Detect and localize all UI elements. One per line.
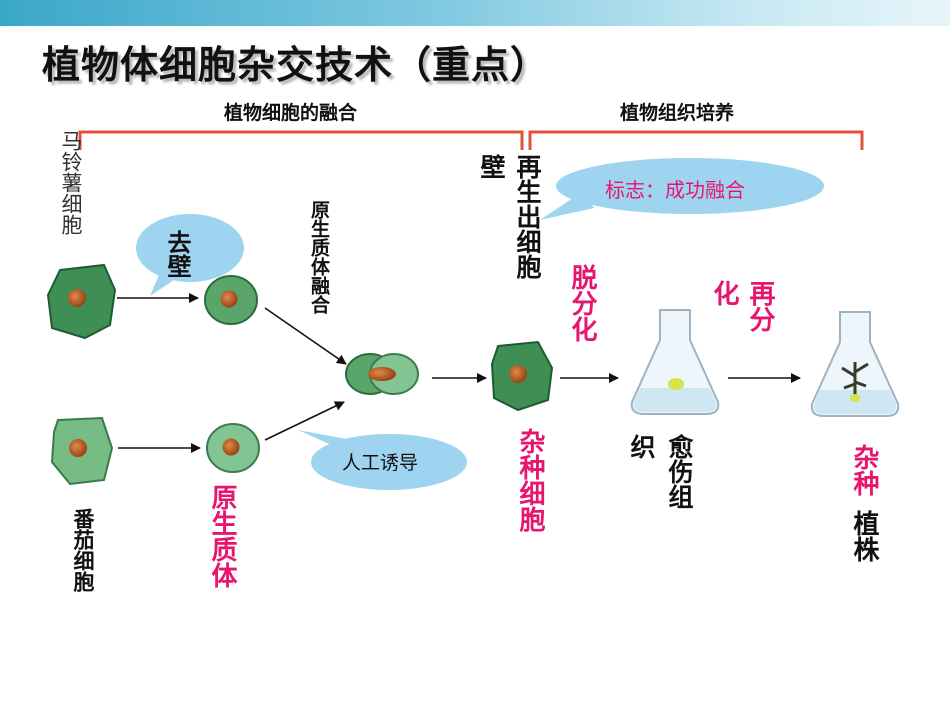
protoplast-top	[204, 275, 258, 325]
fused-protoplast	[345, 353, 419, 395]
arrow-top-to-fusion	[264, 307, 347, 365]
callus-label-b: 织	[627, 434, 656, 459]
flask-plantlet	[810, 311, 900, 417]
flask-callus	[630, 309, 720, 415]
bubble-induce	[298, 430, 467, 490]
regenerate-wall-label-b: 壁	[477, 154, 506, 179]
marker-text: 标志：成功融合	[605, 178, 745, 202]
induce-text: 人工诱导	[342, 452, 419, 474]
protoplast-label: 原生质体	[207, 484, 237, 588]
protoplast-fusion-label: 原生质体融合	[308, 200, 330, 314]
potato-cell	[46, 263, 117, 340]
bubble-remove-wall	[136, 214, 244, 296]
redifferentiation-label-a: 再分	[745, 280, 775, 332]
phase-tissue-culture: 植物组织培养	[620, 102, 735, 124]
hybrid-plant-label-b: 植株	[849, 510, 879, 562]
tomato-cell	[50, 416, 114, 486]
potato-cell-label: 马铃薯细胞	[59, 130, 83, 235]
tomato-cell-label: 番茄细胞	[71, 508, 95, 592]
callus-label-a: 愈伤组	[665, 434, 694, 509]
hybrid-cell	[490, 340, 554, 412]
arrow-bottom-to-fusion	[264, 401, 345, 441]
bracket-tissue-culture	[528, 130, 864, 150]
header-band	[0, 0, 950, 26]
protoplast-bottom	[206, 423, 260, 473]
remove-wall-text: 去壁	[163, 230, 191, 278]
regenerate-wall-label-a: 再生出细胞	[513, 154, 542, 279]
phase-cell-fusion: 植物细胞的融合	[224, 102, 358, 124]
bubble-marker	[540, 158, 824, 220]
hybrid-cell-label: 杂种细胞	[515, 428, 545, 532]
dedifferentiation-label: 脱分化	[567, 264, 597, 342]
page-title: 植物体细胞杂交技术（重点）	[42, 43, 550, 87]
hybrid-plant-label-a: 杂种	[849, 444, 879, 496]
bracket-cell-fusion	[78, 130, 524, 150]
redifferentiation-label-b: 化	[709, 280, 739, 306]
